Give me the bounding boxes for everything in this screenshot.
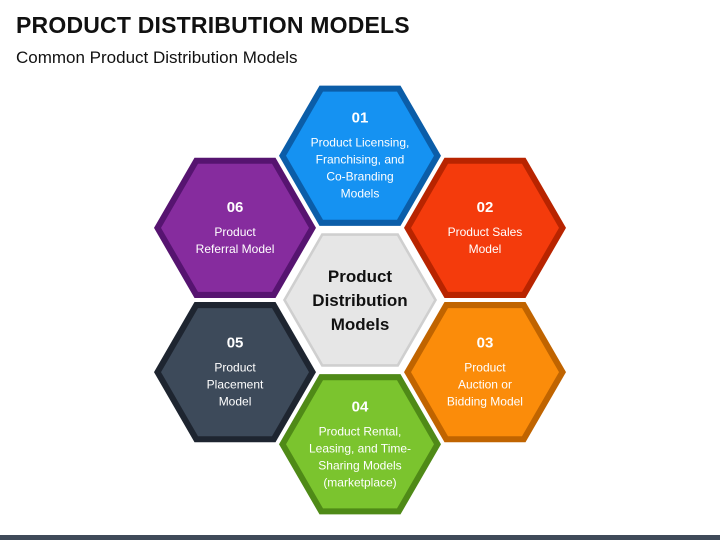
hexagon-label-line: Referral Model bbox=[196, 242, 275, 256]
hexagon-label-line: Product bbox=[464, 361, 506, 375]
hexagon-02-fill bbox=[411, 163, 559, 292]
center-label-line: Product bbox=[328, 267, 393, 286]
hexagon-number: 06 bbox=[227, 199, 244, 216]
center-label-line: Distribution bbox=[312, 291, 407, 310]
hexagon-label-line: Models bbox=[341, 187, 380, 201]
hexagon-label-line: Bidding Model bbox=[447, 395, 523, 409]
hexagon-label-line: Sharing Models bbox=[318, 458, 401, 472]
hexagon-number: 01 bbox=[352, 110, 369, 127]
hexagon-label-line: Model bbox=[219, 395, 252, 409]
hexagon-label-line: Product Licensing, bbox=[311, 136, 410, 150]
hexagon-01-fill bbox=[286, 91, 434, 220]
hexagon-label-line: Product Sales bbox=[448, 225, 523, 239]
hexagon-number: 04 bbox=[352, 398, 369, 415]
hexagon-05-fill bbox=[161, 308, 309, 437]
center-label-line: Models bbox=[331, 315, 390, 334]
hexagon-label-line: Product bbox=[214, 361, 256, 375]
hexagon-number: 02 bbox=[477, 199, 494, 216]
hexagon-label-line: (marketplace) bbox=[323, 475, 396, 489]
hexagon-label-line: Model bbox=[469, 242, 502, 256]
hexagon-number: 03 bbox=[477, 335, 494, 352]
bottom-bar bbox=[0, 535, 720, 540]
hexagon-06-fill bbox=[161, 163, 309, 292]
hexagon-04-fill bbox=[286, 380, 434, 509]
hexagon-label-line: Auction or bbox=[458, 378, 512, 392]
page-title: PRODUCT DISTRIBUTION MODELS bbox=[16, 12, 410, 38]
hexagon-label-line: Franchising, and bbox=[316, 153, 405, 167]
hexagon-03-fill bbox=[411, 308, 559, 437]
hexagon-number: 05 bbox=[227, 335, 244, 352]
hexagon-label-line: Leasing, and Time- bbox=[309, 441, 411, 455]
hexagon-label-line: Placement bbox=[207, 378, 264, 392]
hexagon-label-line: Product Rental, bbox=[319, 424, 402, 438]
page-subtitle: Common Product Distribution Models bbox=[16, 48, 298, 67]
hexagon-label-line: Co-Branding bbox=[326, 170, 393, 184]
hexagon-label-line: Product bbox=[214, 225, 256, 239]
center-hexagon-fill bbox=[286, 235, 434, 365]
